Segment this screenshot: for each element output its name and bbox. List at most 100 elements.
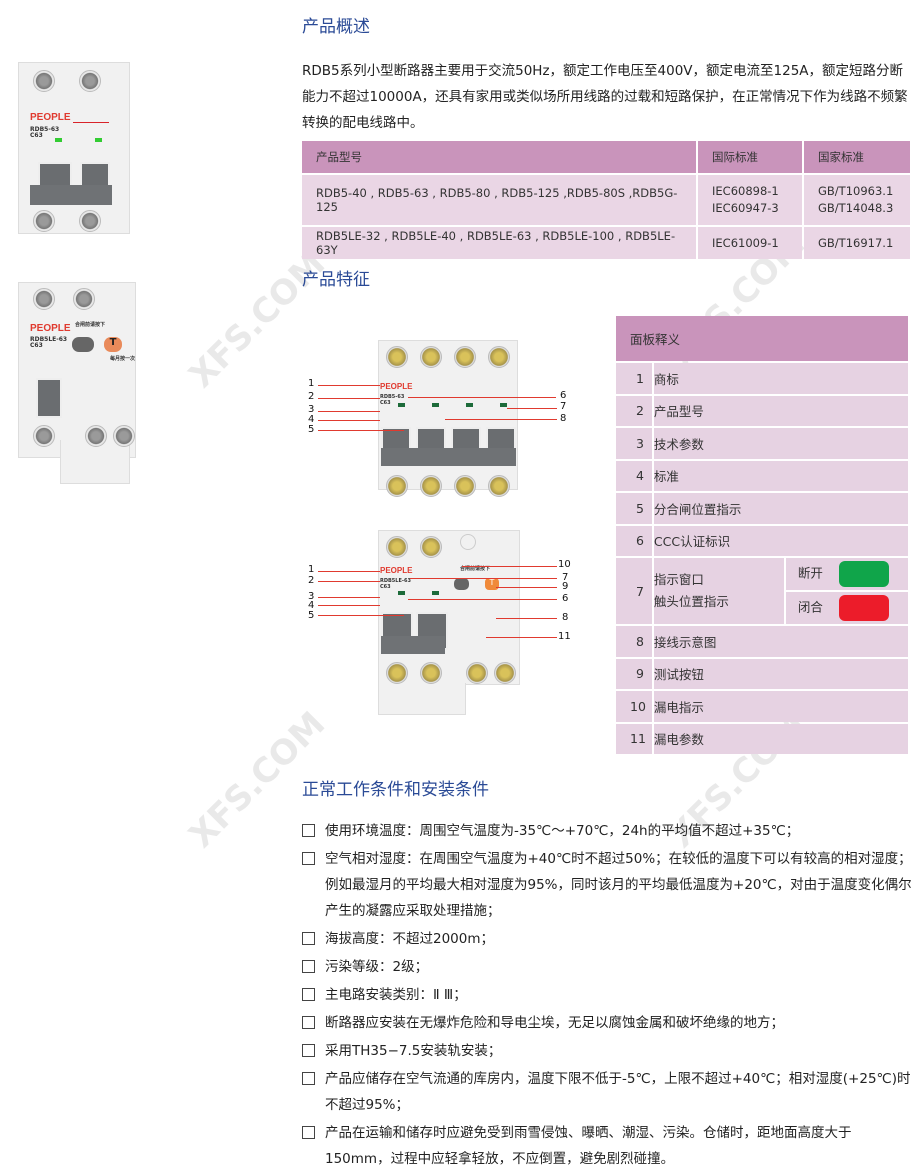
gb-value: GB/T10963.1 [818, 184, 894, 198]
callout-label: 1 [308, 378, 315, 389]
checkbox-icon [302, 932, 315, 945]
iec-cell: IEC61009-1 [698, 227, 802, 259]
item-label: 漏电指示 [653, 691, 908, 722]
condition-item: 主电路安装类别：Ⅱ Ⅲ； [302, 982, 914, 1008]
brand-logo: PEOPLE [30, 112, 71, 123]
condition-text: 采用TH35−7.5安装轨安装； [325, 1043, 502, 1059]
brand-logo: PEOPLE [30, 323, 71, 334]
item-number: 4 [616, 460, 652, 491]
checkbox-icon [302, 960, 315, 973]
item-number: 2 [616, 395, 652, 426]
reset-hint: 合闸前请按下 [75, 322, 106, 328]
callout-label: 7 [562, 572, 569, 583]
spec-table: 产品型号 国际标准 国家标准 RDB5-40 , RDB5-63 , RDB5-… [300, 139, 912, 261]
iec-value: IEC60898-1 [712, 184, 779, 198]
callout-label: 6 [562, 593, 569, 604]
item-number: 10 [616, 691, 652, 722]
brand-logo: PEOPLE [380, 382, 413, 391]
checkbox-icon [302, 852, 315, 865]
condition-item: 产品应储存在空气流通的库房内，温度下限不低于-5℃，上限不超过+40℃；相对湿度… [302, 1066, 914, 1118]
reset-hint: 合闸前请按下 [460, 566, 491, 572]
callout-label: 7 [560, 401, 567, 412]
condition-text: 主电路安装类别：Ⅱ Ⅲ； [325, 987, 467, 1003]
test-hint: 每月按一次 [110, 356, 136, 362]
item-number: 9 [616, 658, 652, 689]
panel-title: 面板释义 [616, 316, 908, 361]
callout-label: 2 [308, 575, 315, 586]
item-label: CCC认证标识 [653, 525, 908, 556]
checkbox-icon [302, 1126, 315, 1139]
item-label: 漏电参数 [653, 723, 908, 754]
item-number: 8 [616, 626, 652, 657]
col-iec: 国际标准 [698, 141, 802, 173]
callout-label: 8 [560, 413, 567, 424]
leak-indicator [72, 337, 94, 352]
overview-title: 产品概述 [302, 17, 370, 37]
iec-value: IEC60947-3 [712, 201, 779, 215]
callout-label: 9 [562, 581, 569, 592]
checkbox-icon [302, 1072, 315, 1085]
callout-label: 1 [308, 564, 315, 575]
table-header-row: 产品型号 国际标准 国家标准 [302, 141, 910, 173]
callout-label: 8 [562, 612, 569, 623]
condition-text: 污染等级：2级； [325, 959, 429, 975]
checkbox-icon [302, 1016, 315, 1029]
condition-text: 产品应储存在空气流通的库房内，温度下限不低于-5℃，上限不超过+40℃；相对湿度… [325, 1071, 911, 1113]
item-label: 分合闸位置指示 [653, 493, 908, 524]
item-label: 接线示意图 [653, 626, 908, 657]
item-label: 技术参数 [653, 428, 908, 459]
condition-text: 使用环境温度：周围空气温度为-35℃～+70℃，24h的平均值不超过+35℃； [325, 823, 800, 839]
callout-label: 6 [560, 390, 567, 401]
condition-item: 断路器应安装在无爆炸危险和导电尘埃，无足以腐蚀金属和破坏绝缘的地方； [302, 1010, 914, 1036]
red-swatch [838, 595, 889, 621]
gb-cell: GB/T16917.1 [804, 227, 910, 259]
condition-text: 海拔高度：不超过2000m； [325, 931, 495, 947]
overview-paragraph: RDB5系列小型断路器主要用于交流50Hz，额定工作电压至400V，额定电流至1… [302, 63, 908, 131]
test-button: T [104, 337, 122, 352]
condition-item: 使用环境温度：周围空气温度为-35℃～+70℃，24h的平均值不超过+35℃； [302, 818, 914, 844]
checkbox-icon [302, 988, 315, 1001]
item-label: 指示窗口触头位置指示 [653, 558, 784, 624]
conditions-title: 正常工作条件和安装条件 [302, 780, 489, 800]
indicator-window [460, 534, 476, 550]
checkbox-icon [302, 824, 315, 837]
callout-label: 5 [308, 424, 315, 435]
callout-label: 11 [558, 631, 571, 642]
gb-value: GB/T14048.3 [818, 201, 894, 215]
item-number: 5 [616, 493, 652, 524]
item-number: 6 [616, 525, 652, 556]
closed-state: 闭合 [785, 592, 908, 624]
condition-item: 空气相对湿度：在周围空气温度为+40℃时不超过50%；在较低的温度下可以有较高的… [302, 846, 914, 924]
test-button: T [485, 578, 499, 590]
col-model: 产品型号 [302, 141, 696, 173]
item-number: 3 [616, 428, 652, 459]
conditions-list: 使用环境温度：周围空气温度为-35℃～+70℃，24h的平均值不超过+35℃； 空… [302, 818, 914, 1174]
table-row: RDB5LE-32 , RDB5LE-40 , RDB5LE-63 , RDB5… [302, 227, 910, 259]
checkbox-icon [302, 1044, 315, 1057]
open-state: 断开 [785, 558, 908, 590]
callout-label: 5 [308, 610, 315, 621]
model-cell: RDB5LE-32 , RDB5LE-40 , RDB5LE-63 , RDB5… [302, 227, 696, 259]
item-label: 标准 [653, 460, 908, 491]
callout-label: 2 [308, 391, 315, 402]
model-cell: RDB5-40 , RDB5-63 , RDB5-80 , RDB5-125 ,… [302, 175, 696, 225]
condition-item: 海拔高度：不超过2000m； [302, 926, 914, 952]
item-label: 测试按钮 [653, 658, 908, 689]
green-swatch [838, 561, 889, 587]
